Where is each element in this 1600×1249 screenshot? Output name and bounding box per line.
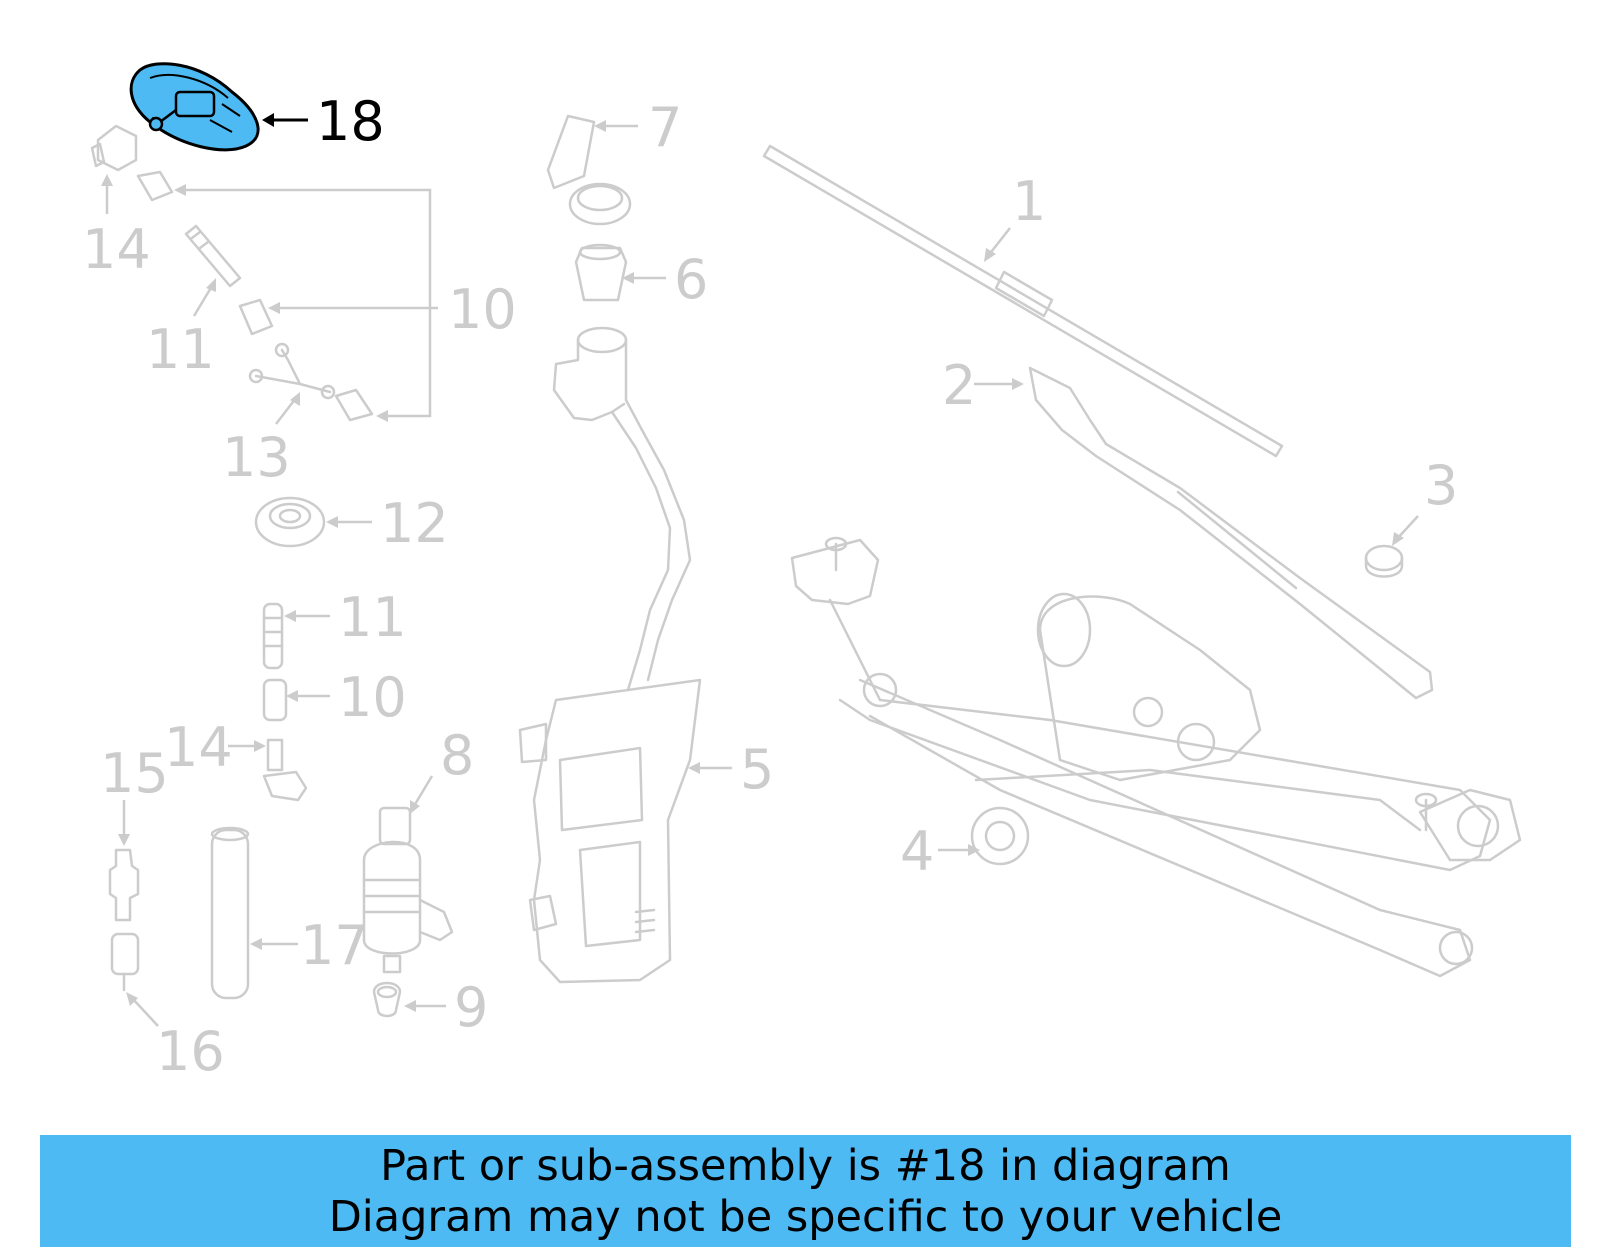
part-10-hoses-top [136,170,374,422]
callout-9: 9 [454,976,488,1039]
callout-2: 2 [942,354,976,417]
part-2-wiper-arm [1028,366,1434,700]
callout-11-top: 11 [146,318,215,381]
part-13-t-connector [248,342,336,400]
part-6-neck-adapter [574,243,628,302]
part-9-pump-grommet [372,981,402,1018]
part-12-grommet [254,496,326,548]
part-5-washer-reservoir [518,326,702,984]
callout-5: 5 [740,738,774,801]
callout-14-top: 14 [82,218,151,281]
part-16-nozzle-fitting [110,932,140,992]
part-7-filler-cap [546,114,632,226]
callout-4: 4 [900,820,934,883]
callout-10-top: 10 [448,278,517,341]
callout-11-lower: 11 [338,586,407,649]
callout-7: 7 [648,96,682,159]
callout-3: 3 [1424,454,1458,517]
part-15-check-valve [108,848,140,922]
callout-8: 8 [440,724,474,787]
callout-12: 12 [380,492,449,555]
callout-17: 17 [300,914,369,977]
callout-6: 6 [674,248,708,311]
part-8-washer-pump [362,806,454,974]
callout-18: 18 [316,90,385,153]
part-10-hose-lower [262,678,288,722]
part-3-nut-cap [1364,544,1404,578]
part-17-hose-tube [210,826,250,1000]
part-1-wiper-blade [762,144,1284,458]
part-14-connector-lower [262,738,308,802]
part-11-hose-lower [262,602,284,670]
banner-line-1: Part or sub-assembly is #18 in diagram [380,1141,1231,1191]
callout-14-lower: 14 [164,716,233,779]
info-banner: Part or sub-assembly is #18 in diagram D… [40,1135,1571,1247]
part-11-hose-top [184,224,242,288]
callout-16: 16 [156,1020,225,1083]
part-4-wiper-linkage-motor [790,536,1522,978]
banner-line-2: Diagram may not be specific to your vehi… [328,1192,1283,1242]
callout-15: 15 [100,742,169,805]
callout-13: 13 [222,426,291,489]
callout-10-lower: 10 [338,666,407,729]
callout-1: 1 [1012,170,1046,233]
part-14-connector-top [90,124,138,172]
part-18-washer-nozzle[interactable] [129,62,260,152]
